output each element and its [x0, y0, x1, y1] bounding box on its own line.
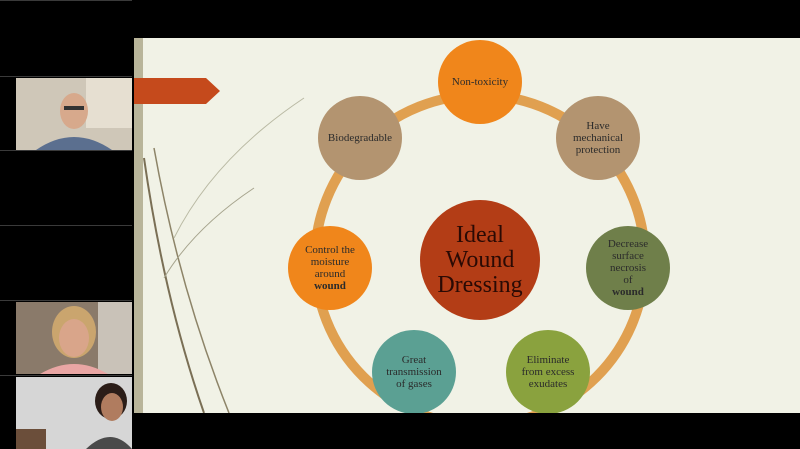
participant-video-1[interactable] — [16, 78, 132, 150]
slide-border — [134, 38, 143, 413]
node-eliminate-line-1: Eliminate — [526, 354, 570, 366]
node-transmission-line-3: of gases — [396, 378, 432, 390]
node-necrosis-line-3: necrosis — [609, 262, 647, 274]
participant-video-2[interactable] — [16, 302, 132, 374]
node-decrease-necrosis: Decrease surface necrosis of wound — [586, 226, 670, 310]
node-non-toxicity: Non-toxicity — [438, 40, 522, 124]
node-eliminate-line-3: exudates — [528, 378, 568, 390]
node-biodegradable: Biodegradable — [318, 96, 402, 180]
node-eliminate-line-2: from excess — [521, 366, 575, 378]
node-moisture-line-2: moisture — [310, 256, 350, 268]
node-mechanical-line-1: Have — [586, 120, 610, 132]
participant-1-image — [16, 78, 132, 150]
node-eliminate-exudates: Eliminate from excess exudates — [506, 330, 590, 413]
center-line-1: Ideal — [456, 221, 504, 248]
node-transmission-line-2: transmission — [386, 366, 442, 378]
center-line-3: Dressing — [437, 271, 523, 298]
node-moisture-line-1: Control the — [305, 244, 355, 256]
slide-arrow-icon — [134, 78, 220, 104]
node-biodegradable-label: Biodegradable — [327, 132, 393, 144]
center-line-2: Wound — [445, 246, 515, 273]
node-necrosis-line-2: surface — [612, 250, 644, 262]
participant-empty-2 — [16, 227, 132, 299]
center-ideal-wound-dressing: Ideal Wound Dressing — [420, 200, 540, 320]
node-necrosis-bold: wound — [612, 286, 644, 298]
participant-2-image — [16, 302, 132, 374]
node-mechanical-protection: Have mechanical protection — [556, 96, 640, 180]
node-mechanical-line-2: mechanical — [572, 132, 624, 144]
node-control-moisture: Control the moisture around wound — [288, 226, 372, 310]
node-moisture-bold: wound — [314, 280, 346, 292]
participant-video-3[interactable] — [16, 377, 132, 449]
node-necrosis-prefix: of — [623, 274, 633, 286]
node-mechanical-line-3: protection — [575, 144, 621, 156]
node-non-toxicity-label: Non-toxicity — [451, 76, 509, 88]
shared-slide: Ideal Wound Dressing Non-toxicity Have m… — [134, 38, 800, 413]
node-moisture-prefix: around — [314, 268, 346, 280]
participant-empty-1 — [16, 152, 132, 224]
participant-3-image — [16, 377, 132, 449]
node-transmission-line-1: Great — [401, 354, 427, 366]
node-necrosis-line-1: Decrease — [607, 238, 649, 250]
node-transmission-gases: Great transmission of gases — [372, 330, 456, 413]
